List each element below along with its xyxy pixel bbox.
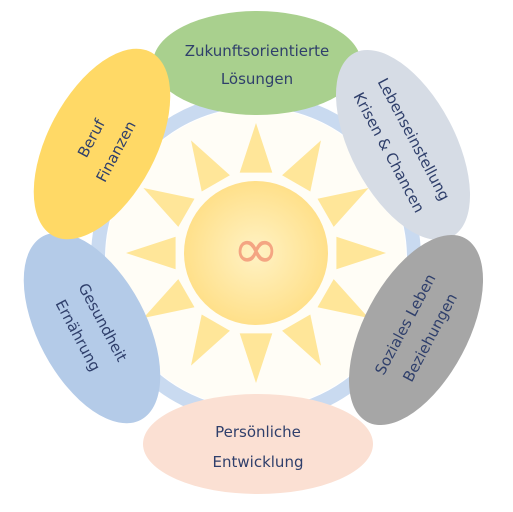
sun-core — [184, 181, 328, 325]
sun-ray — [282, 140, 321, 192]
sun-ray — [126, 236, 176, 270]
segment-shape — [335, 49, 471, 241]
sun-ray — [191, 314, 230, 366]
segment-shape — [143, 394, 373, 494]
segment-shape — [153, 11, 361, 115]
sun-ray — [317, 188, 369, 227]
sun-ray — [282, 314, 321, 366]
sun-ray — [239, 123, 273, 173]
segment-shape — [33, 48, 171, 240]
segment-label: Persönliche — [215, 423, 301, 441]
sun-rays — [126, 123, 386, 383]
sun-ray — [239, 333, 273, 383]
infinity-icon: ∞ — [233, 217, 280, 282]
segment-label: Entwicklung — [213, 453, 304, 471]
segment-shape — [23, 232, 161, 424]
sun-ray — [317, 279, 369, 318]
sun-ray — [191, 140, 230, 192]
segment-shape — [348, 234, 484, 426]
segment-label: Lösungen — [221, 70, 293, 88]
sun-ray — [143, 279, 195, 318]
sun-ray — [143, 188, 195, 227]
segment-label: Zukunftsorientierte — [185, 42, 330, 60]
sun-ray — [336, 236, 386, 270]
